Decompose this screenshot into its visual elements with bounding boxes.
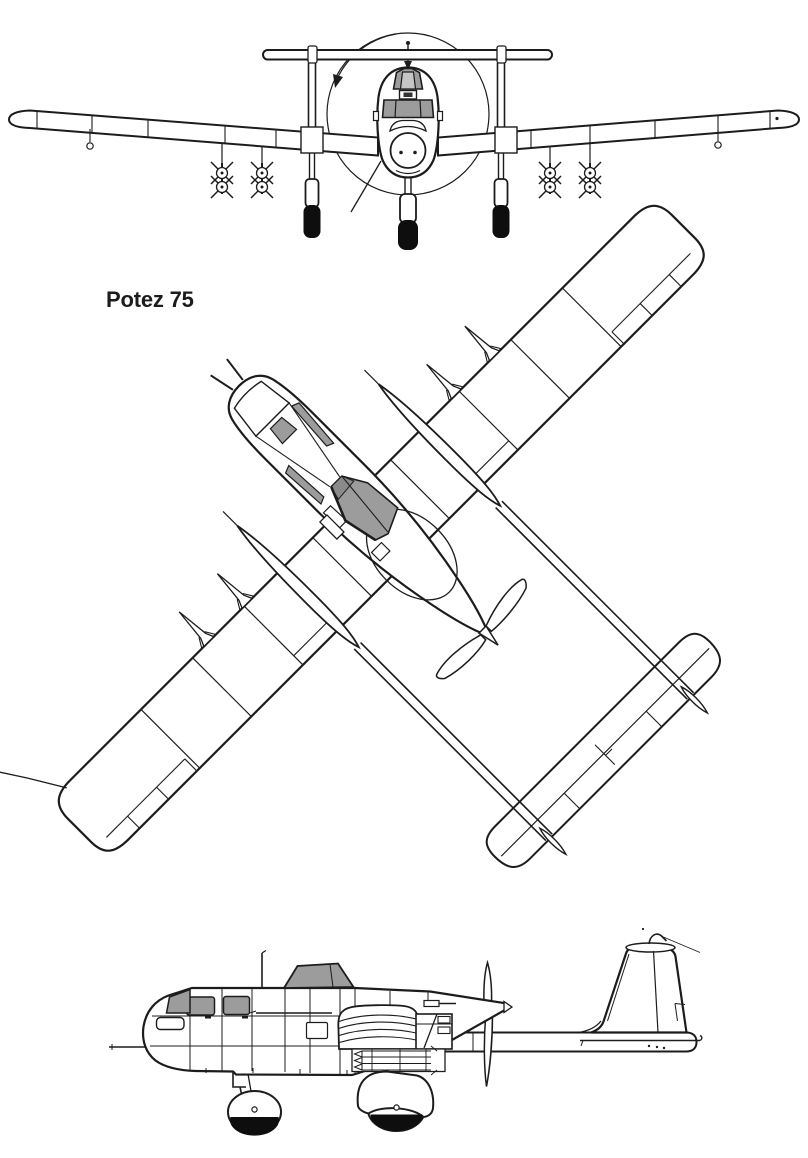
rocket-plan	[426, 363, 464, 402]
boom-wing-junction	[300, 126, 324, 154]
rocket-plan	[464, 325, 502, 364]
nose-glazing	[233, 380, 291, 438]
rack-rockets	[353, 1045, 438, 1076]
center-landing-gear	[398, 177, 418, 250]
nose-gun	[226, 358, 244, 381]
windscreen-front	[381, 99, 435, 119]
rocket-front	[538, 147, 562, 199]
fin-tip-front	[307, 45, 318, 64]
tire	[370, 1114, 423, 1132]
fin-plan	[679, 685, 710, 715]
plan-booms	[222, 369, 721, 868]
main-landing-gear	[356, 1070, 435, 1132]
prop-axis-arrow	[404, 61, 412, 70]
tailplane-front	[262, 49, 553, 61]
engine-cowl-front	[389, 132, 427, 169]
cockpit-window	[222, 995, 251, 1016]
wingtip-lights	[86, 116, 779, 150]
ailerons	[105, 252, 691, 838]
nose-window	[155, 1016, 185, 1031]
rotation-arrowhead	[333, 74, 343, 88]
vertical-fin	[590, 945, 688, 1034]
tire	[230, 1117, 279, 1136]
spinner-side	[503, 1000, 514, 1014]
drawing-title: Potez 75	[106, 287, 194, 312]
side-hatch	[305, 1021, 329, 1040]
fin-antenna	[648, 933, 668, 945]
plan-rockets	[178, 325, 502, 649]
plan-propeller	[435, 578, 527, 680]
nose-landing-gear	[227, 1071, 282, 1136]
tailplane-plan	[485, 632, 721, 868]
outer-landing-gear	[303, 153, 510, 238]
rocket-front	[210, 144, 234, 199]
rocket-pack	[337, 1004, 453, 1076]
nose-gun	[210, 374, 234, 391]
windscreen-side	[165, 988, 191, 1014]
rocket-plan	[178, 611, 217, 649]
front-booms-and-tailplane	[262, 45, 553, 154]
fin-plan	[538, 826, 568, 857]
tire	[303, 205, 321, 238]
front-wings	[7, 109, 801, 157]
tire	[398, 220, 418, 250]
tire	[492, 205, 510, 238]
spinner	[477, 624, 499, 646]
side-propeller	[483, 959, 494, 1087]
side-fuselage	[109, 949, 514, 1077]
rocket-plan	[216, 573, 255, 611]
rudder-hinge	[652, 950, 659, 1033]
elevator-hinge	[500, 647, 710, 857]
front-fuselage	[350, 66, 444, 213]
rocket-front	[250, 147, 274, 199]
tail-boom	[437, 1031, 698, 1053]
boom-wing-junction	[494, 126, 518, 154]
fin-tip-front	[496, 45, 507, 64]
rocket-drum	[337, 1004, 420, 1050]
rocket-front	[578, 144, 602, 199]
rocket-rack	[351, 1048, 446, 1073]
brace-wire	[350, 160, 382, 213]
intake-slot	[389, 119, 427, 133]
wheel-spat	[356, 1070, 435, 1119]
front-view	[7, 32, 801, 250]
plan-view	[0, 204, 721, 868]
side-view	[109, 927, 703, 1136]
wingtip-pitot	[0, 768, 67, 789]
canopy-side	[282, 962, 356, 989]
underwing-rockets	[210, 144, 602, 199]
fin-cap	[625, 942, 676, 953]
